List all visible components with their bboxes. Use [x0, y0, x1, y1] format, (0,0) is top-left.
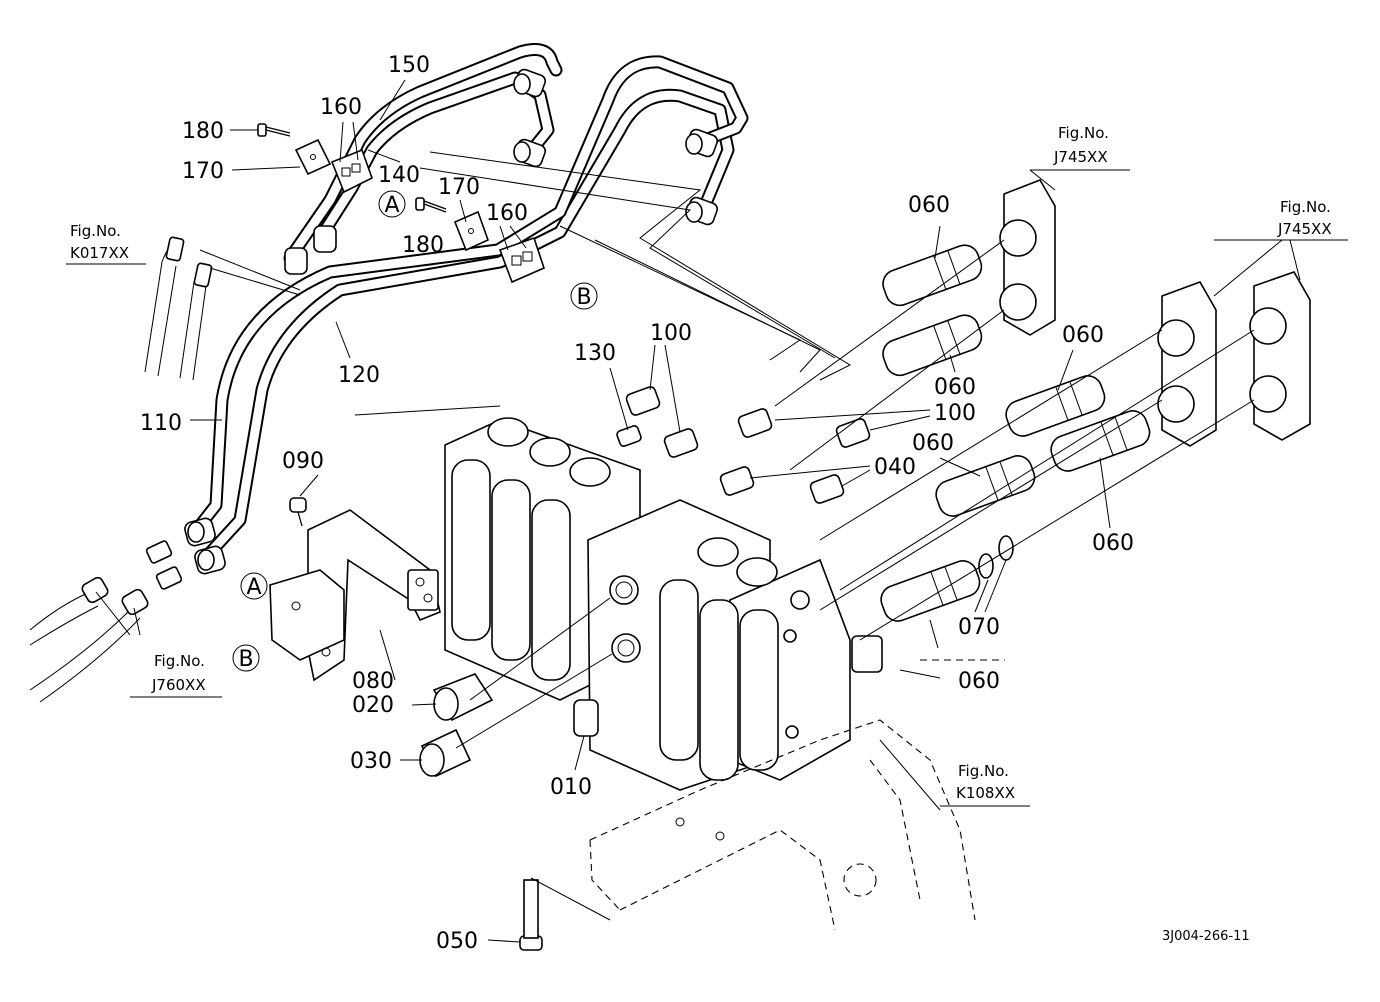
svg-text:J745XX: J745XX: [1053, 148, 1108, 166]
label-170-upper: 170: [182, 159, 224, 184]
label-110: 110: [140, 411, 182, 436]
fitting-130: [616, 425, 642, 447]
hoses-j760: [29, 540, 183, 703]
bolt-180-upper: [257, 123, 291, 137]
callout-b-lower: B: [232, 644, 260, 672]
svg-text:J760XX: J760XX: [151, 676, 206, 694]
label-020: 020: [352, 693, 394, 718]
pipe-120: [201, 88, 735, 562]
label-170-lower: 170: [438, 175, 480, 200]
label-080: 080: [352, 669, 394, 694]
label-180-upper: 180: [182, 119, 224, 144]
fittings-040: [719, 466, 845, 504]
fittings-100: [625, 386, 871, 458]
bracket-j745-right: [1249, 271, 1311, 441]
label-130: 130: [574, 341, 616, 366]
label-090: 090: [282, 449, 324, 474]
label-030: 030: [350, 749, 392, 774]
bracket-080: [269, 509, 441, 682]
coupler-guide-lines: [774, 239, 1255, 641]
fitting-020: [432, 673, 494, 722]
clamp-160-lower: [498, 236, 545, 284]
label-050: 050: [436, 929, 478, 954]
svg-text:Fig.No.: Fig.No.: [1280, 198, 1331, 216]
clamp-160-upper: [330, 148, 373, 194]
pipe-nuts: [184, 68, 719, 575]
svg-text:J745XX: J745XX: [1277, 220, 1332, 238]
frame-k108: [589, 719, 976, 931]
label-100-upper: 100: [650, 321, 692, 346]
pipe-150: [283, 43, 563, 265]
label-060-right-lower: 060: [1092, 531, 1134, 556]
label-060-right-upper: 060: [1062, 323, 1104, 348]
bolt-050: [519, 877, 611, 951]
label-140: 140: [378, 163, 420, 188]
svg-text:Fig.No.: Fig.No.: [958, 762, 1009, 780]
bracket-j745-middle: [1157, 281, 1217, 447]
label-160-lower: 160: [486, 201, 528, 226]
figref-k108: Fig.No. K108XX: [940, 762, 1030, 807]
bolt-180-lower: [415, 197, 447, 213]
label-120: 120: [338, 363, 380, 388]
svg-text:K108XX: K108XX: [956, 784, 1015, 802]
label-100-right: 100: [934, 401, 976, 426]
callout-a-upper: A: [378, 190, 406, 218]
svg-text:Fig.No.: Fig.No.: [154, 652, 205, 670]
callout-a-lower: A: [240, 572, 268, 600]
plate-170-lower: [453, 210, 490, 252]
label-160-upper: 160: [320, 95, 362, 120]
label-070: 070: [958, 615, 1000, 640]
label-060-second: 060: [934, 375, 976, 400]
bracket-j745-upper: [999, 179, 1056, 336]
label-060-middle: 060: [912, 431, 954, 456]
routing-lines: [419, 151, 852, 381]
pipe-110: [191, 55, 749, 535]
label-060-bottom: 060: [958, 669, 1000, 694]
svg-text:K017XX: K017XX: [70, 244, 129, 262]
leader-lines: [95, 79, 1301, 943]
figref-j745-right: Fig.No. J745XX: [1214, 198, 1348, 241]
svg-text:B: B: [238, 647, 253, 672]
o-ring-070-a: [978, 553, 994, 579]
label-060-top: 060: [908, 193, 950, 218]
label-040: 040: [874, 455, 916, 480]
svg-text:A: A: [246, 575, 261, 600]
hoses-k017: [144, 236, 213, 381]
figref-j745-upper: Fig.No. J745XX: [1030, 124, 1130, 171]
label-010: 010: [550, 775, 592, 800]
couplers-060: [880, 244, 1151, 622]
svg-text:A: A: [384, 193, 399, 218]
label-180-lower: 180: [402, 233, 444, 258]
control-valve: [444, 417, 883, 791]
svg-text:B: B: [576, 285, 591, 310]
label-150: 150: [388, 53, 430, 78]
bolt-090: [289, 497, 307, 527]
figref-j760: Fig.No. J760XX: [130, 652, 222, 698]
svg-text:Fig.No.: Fig.No.: [1058, 124, 1109, 142]
svg-text:Fig.No.: Fig.No.: [70, 222, 121, 240]
plate-170-upper: [294, 138, 332, 176]
callout-b-upper: B: [570, 282, 598, 310]
figref-k017: Fig.No. K017XX: [66, 222, 146, 265]
part-labels: 150 160 180 170 140 170 160 180 120 110 …: [140, 53, 1134, 954]
fitting-030: [419, 728, 472, 778]
document-code: 3J004-266-11: [1162, 929, 1250, 944]
